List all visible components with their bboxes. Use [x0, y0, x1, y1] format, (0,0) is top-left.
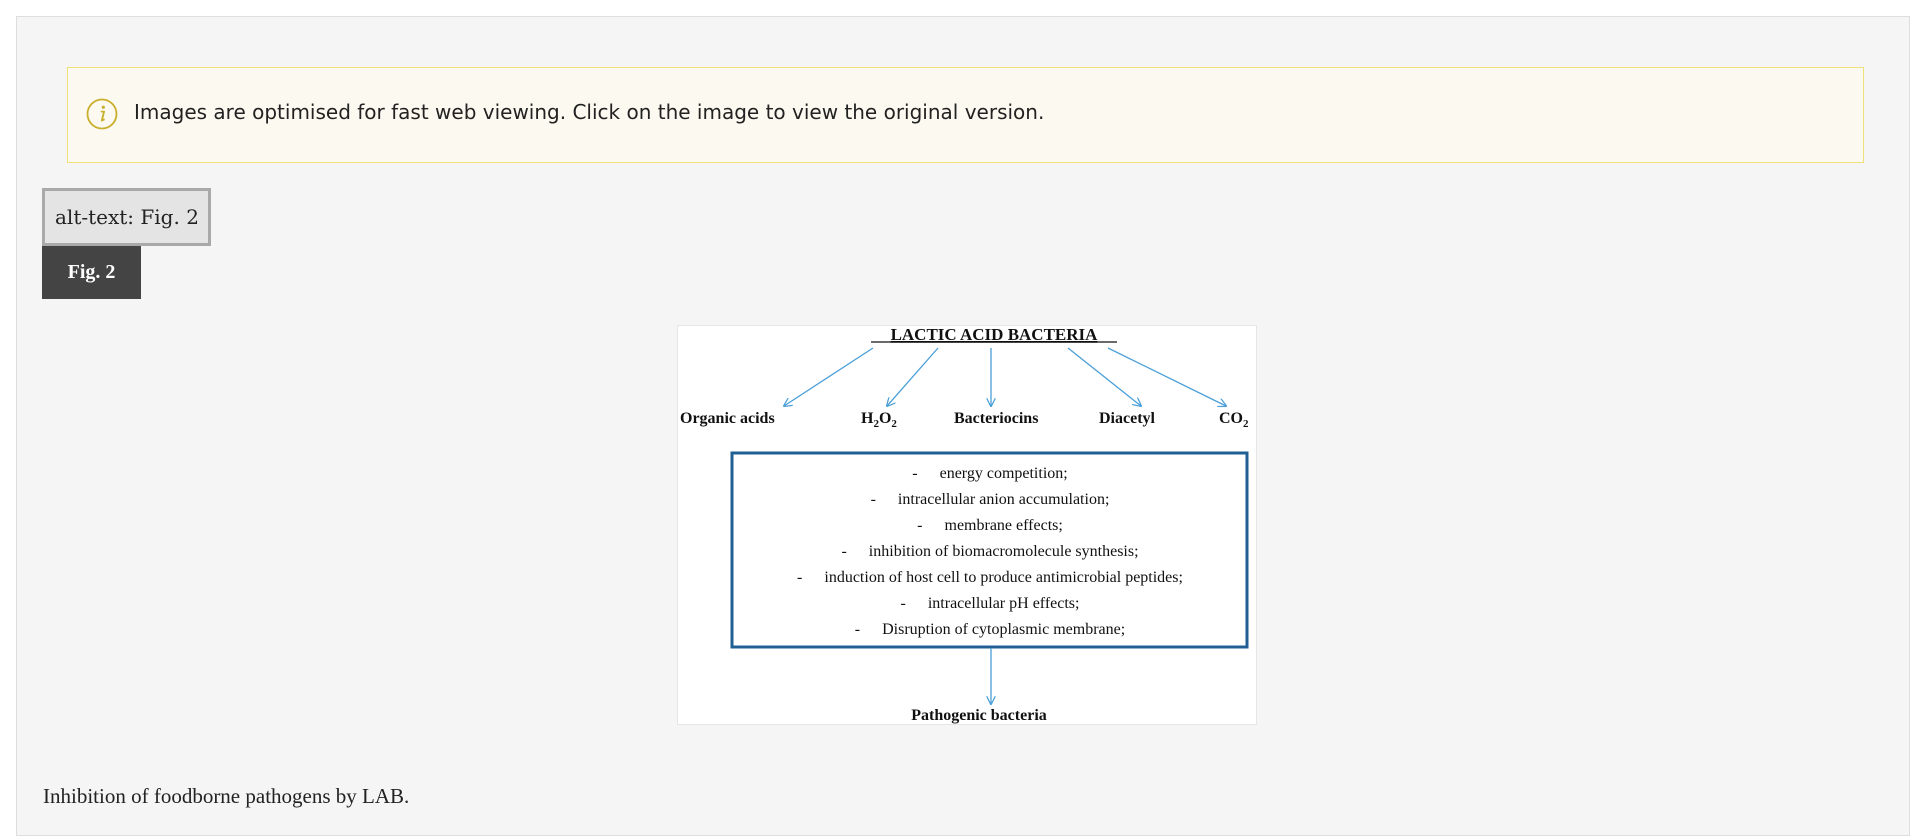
product-arrows — [784, 347, 1226, 406]
product-bacteriocins: Bacteriocins — [954, 410, 1038, 427]
image-notice: Images are optimised for fast web viewin… — [67, 67, 1864, 163]
diagram-title: LACTIC ACID BACTERIA — [891, 325, 1099, 344]
figure-label: Fig. 2 — [42, 246, 141, 299]
arrow-diacetyl — [1067, 347, 1141, 406]
arrow-co2 — [1107, 347, 1226, 406]
mechanism-item: -intracellular anion accumulation; — [871, 491, 1110, 508]
mechanism-item: -Disruption of cytoplasmic membrane; — [855, 621, 1125, 638]
mechanism-item: -inhibition of biomacromolecule synthesi… — [841, 543, 1138, 560]
product-diacetyl: Diacetyl — [1099, 410, 1156, 427]
figure-caption: Inhibition of foodborne pathogens by LAB… — [43, 784, 410, 808]
mechanisms-list: -energy competition; -intracellular anio… — [797, 465, 1183, 638]
alt-text-label: alt-text: Fig. 2 — [42, 188, 211, 246]
mechanism-item: -induction of host cell to produce antim… — [797, 569, 1183, 586]
mechanism-item: -membrane effects; — [917, 517, 1063, 534]
info-icon — [86, 98, 118, 130]
mechanisms-box — [730, 451, 1249, 649]
figure-image[interactable]: LACTIC ACID BACTERIA Organic acids H2O2 … — [677, 325, 1257, 725]
product-organic-acids: Organic acids — [680, 410, 775, 427]
target-label: Pathogenic bacteria — [911, 707, 1047, 724]
product-h2o2: H2O2 — [861, 410, 897, 430]
arrow-h2o2 — [887, 347, 939, 406]
lab-inhibition-diagram: LACTIC ACID BACTERIA Organic acids H2O2 … — [680, 325, 1249, 724]
product-co2: CO2 — [1219, 410, 1249, 430]
notice-text: Images are optimised for fast web viewin… — [134, 100, 1045, 124]
mechanism-item: -intracellular pH effects; — [901, 595, 1080, 612]
arrow-organic-acids — [784, 347, 874, 406]
mechanism-item: -energy competition; — [912, 465, 1067, 482]
products-row: Organic acids H2O2 Bacteriocins Diacetyl… — [680, 410, 1249, 430]
